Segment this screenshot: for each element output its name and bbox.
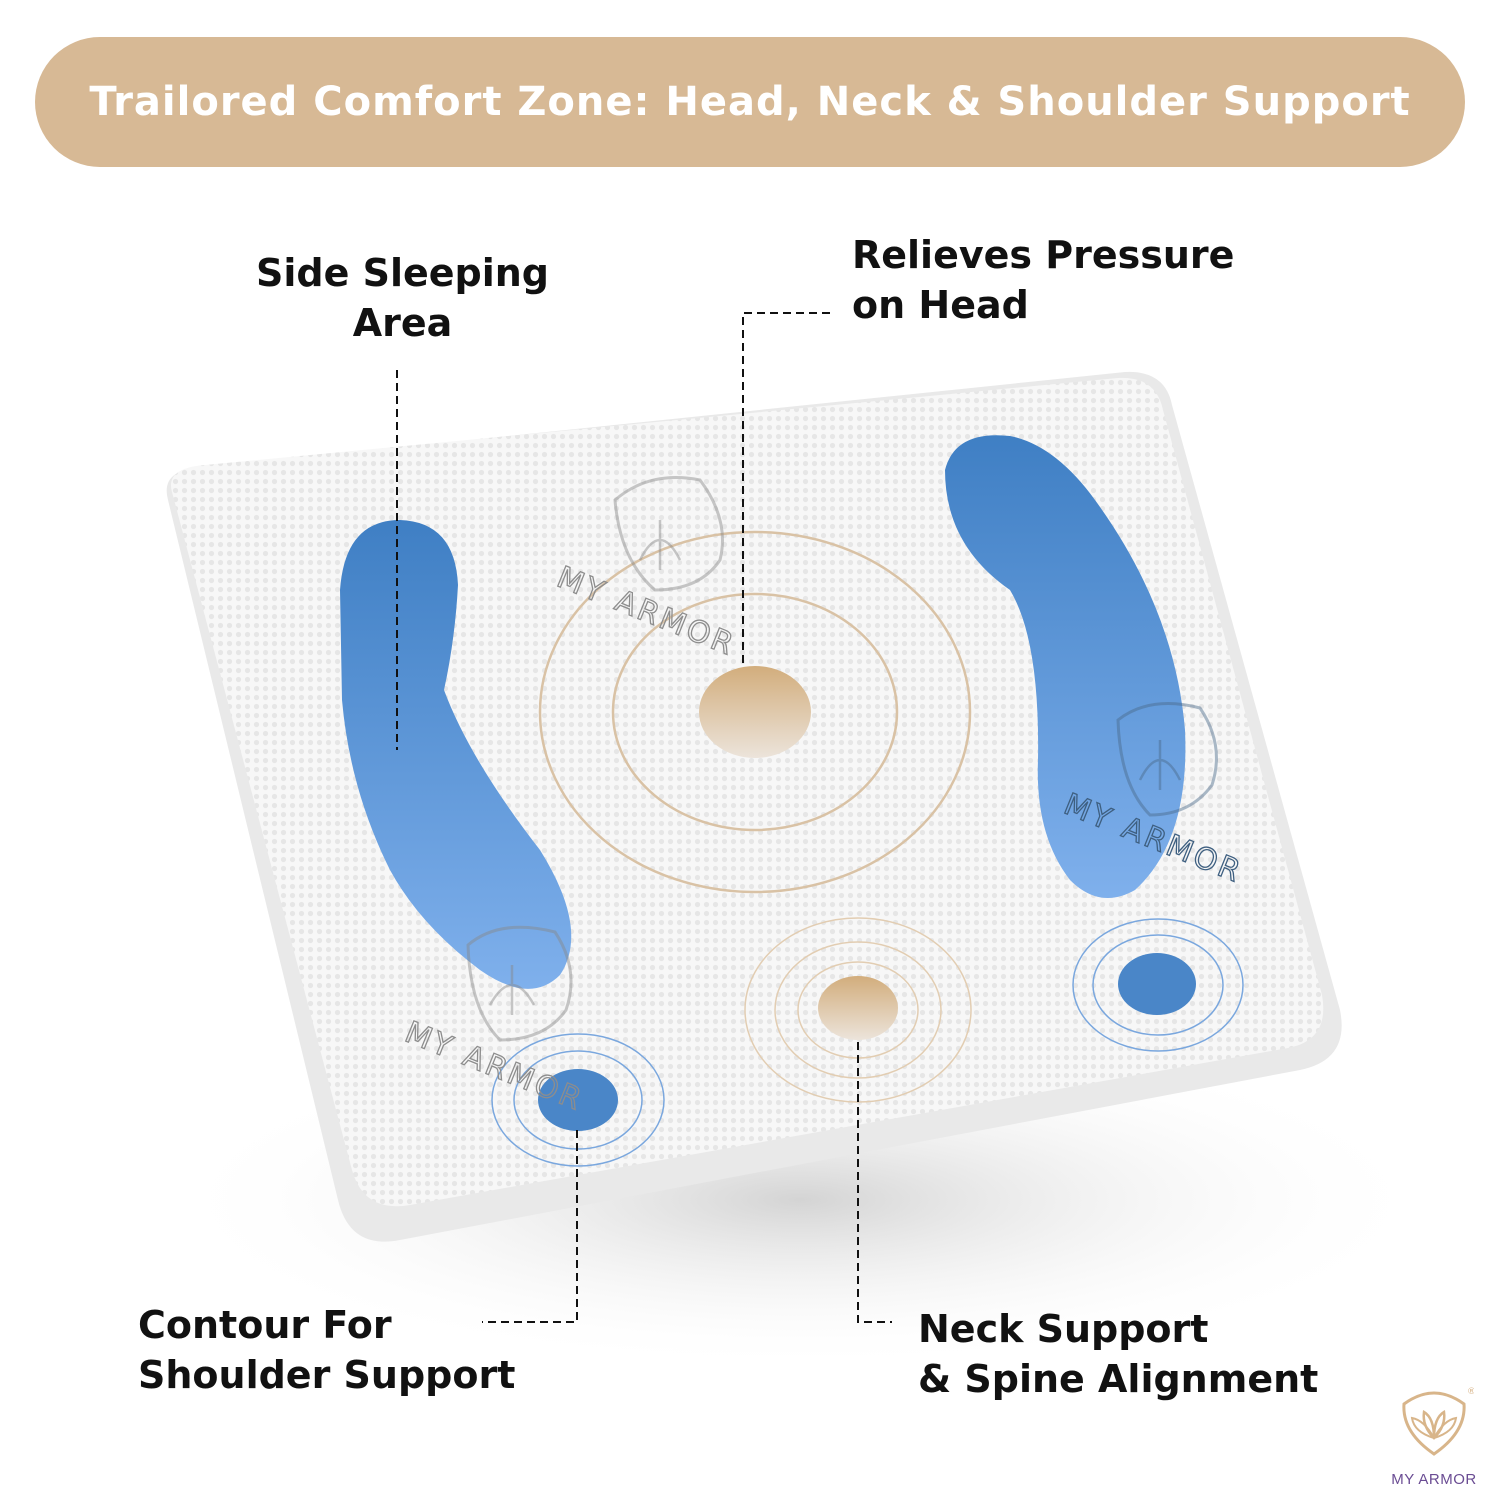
callout-neck-line2: & Spine Alignment <box>918 1357 1319 1401</box>
watermark-shield-icon <box>1116 702 1218 817</box>
watermark-shield-icon <box>613 476 724 592</box>
shoulder-ring-right-inner <box>1092 934 1224 1036</box>
head-ring-inner <box>611 592 899 832</box>
callout-shoulder-line2: Shoulder Support <box>138 1353 516 1397</box>
callout-shoulder: Contour For Shoulder Support <box>138 1300 515 1400</box>
brand-logo: ® MY ARMOR <box>1378 1382 1490 1488</box>
leader-lines <box>396 312 892 1323</box>
callout-neck-line1: Neck Support <box>918 1307 1209 1351</box>
neck-ring-mid <box>774 941 942 1079</box>
banner-title: Trailored Comfort Zone: Head, Neck & Sho… <box>89 79 1411 125</box>
callout-head-line2: on Head <box>852 283 1029 327</box>
side-sleeping-zone-right <box>945 435 1186 898</box>
shoulder-zone-left <box>538 1069 618 1131</box>
callout-neck: Neck Support & Spine Alignment <box>918 1304 1318 1404</box>
callout-side-sleeping-line2: Area <box>352 301 453 345</box>
neck-support-zone <box>818 976 898 1040</box>
callout-head-line1: Relieves Pressure <box>852 233 1235 277</box>
callout-side-sleeping: Side Sleeping Area <box>240 248 565 348</box>
head-ring-outer <box>538 530 972 894</box>
brand-name: MY ARMOR <box>1391 1471 1477 1488</box>
watermark-shield-icon <box>466 925 573 1042</box>
svg-text:®: ® <box>1467 1387 1474 1397</box>
head-pressure-zone <box>699 666 811 758</box>
callout-shoulder-line1: Contour For <box>138 1303 392 1347</box>
callout-head: Relieves Pressure on Head <box>852 230 1234 330</box>
leader-head <box>742 312 830 668</box>
callout-side-sleeping-line1: Side Sleeping <box>255 251 549 295</box>
header-banner: Trailored Comfort Zone: Head, Neck & Sho… <box>35 37 1465 167</box>
shoulder-zone-right <box>1118 953 1196 1015</box>
leader-neck <box>857 1042 892 1323</box>
lotus-shield-icon: ® <box>1402 1387 1474 1456</box>
shoulder-ring-left-outer <box>491 1033 665 1167</box>
shoulder-ring-right-outer <box>1072 918 1244 1052</box>
